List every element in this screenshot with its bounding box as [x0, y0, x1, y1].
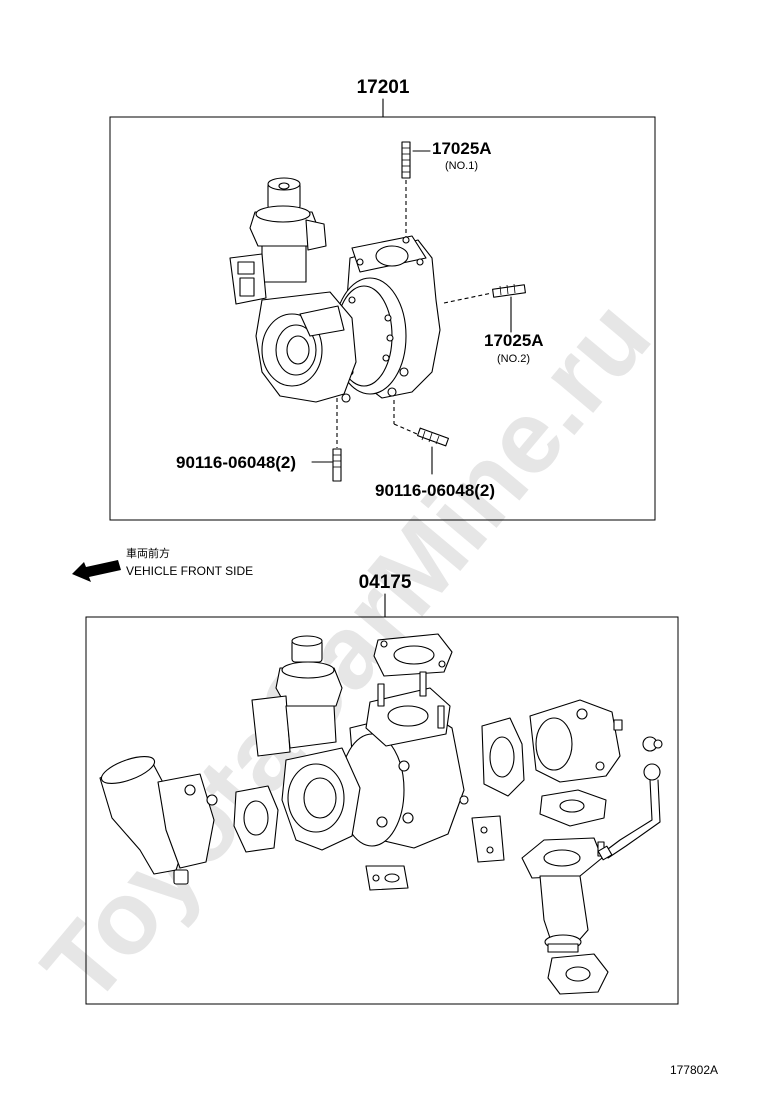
assembly-upper: 17201 17025A (NO.1) 17025A (NO.2)	[109, 77, 656, 521]
vehicle-front-indicator: 車両前方 VEHICLE FRONT SIDE	[72, 546, 253, 582]
callout-17025a-no1-note: (NO.1)	[445, 160, 478, 172]
callout-90116-right[interactable]: 90116-06048(2)	[375, 481, 495, 500]
turbocharger-illustration	[229, 177, 441, 403]
vehicle-front-japanese: 車両前方	[126, 546, 170, 560]
callout-90116-left[interactable]: 90116-06048(2)	[176, 453, 296, 472]
lower-assembly-frame	[85, 616, 679, 1005]
upper-assembly-frame	[109, 116, 656, 521]
upper-assembly-part-number[interactable]: 17201	[357, 77, 410, 98]
callout-17025a-no2-note: (NO.2)	[497, 353, 530, 365]
gasket-kit-illustration	[99, 633, 663, 995]
stud-icon	[416, 427, 450, 447]
arrow-left-icon	[72, 560, 121, 582]
assembly-lower: 04175	[85, 572, 679, 1005]
lower-assembly-part-number[interactable]: 04175	[359, 572, 412, 593]
vehicle-front-english: VEHICLE FRONT SIDE	[126, 564, 253, 578]
stud-icon	[332, 448, 342, 482]
illustration-id: 177802A	[670, 1063, 718, 1077]
stud-icon	[492, 283, 526, 298]
callout-17025a-no1[interactable]: 17025A	[432, 139, 492, 158]
callout-17025a-no2[interactable]: 17025A	[484, 331, 544, 350]
stud-icon	[401, 141, 411, 179]
